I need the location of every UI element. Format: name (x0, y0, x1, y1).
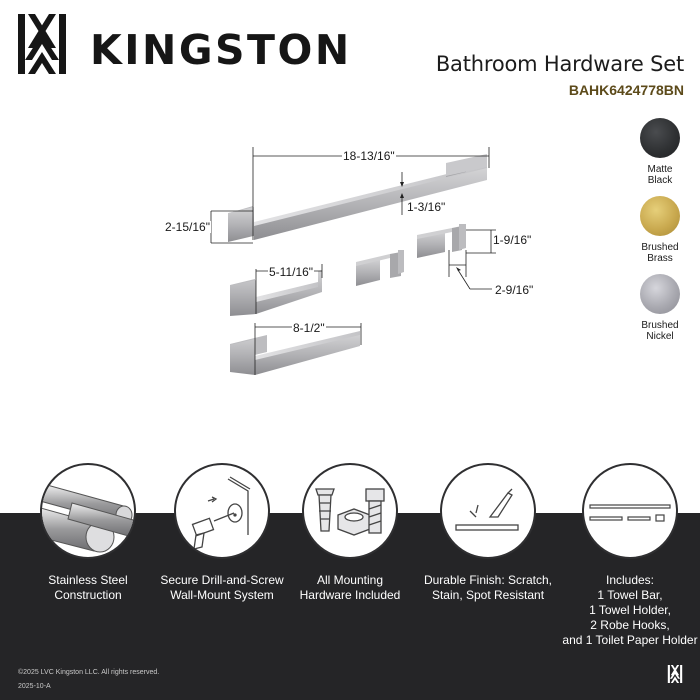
finish-swatch-brushed-nickel (640, 274, 680, 314)
product-dimension-diagram (210, 147, 496, 375)
drill-screw-icon (174, 463, 270, 559)
finish-label: Brass (647, 253, 673, 264)
feature-label: Durable Finish: Scratch, (423, 573, 553, 587)
finish-label: Matte (647, 164, 673, 175)
finish-option-brushed-brass[interactable]: Brushed Brass (627, 196, 693, 264)
document-version: 2025-10-A (18, 683, 51, 690)
dimension-towel-bar-depth: 1-3/16" (406, 200, 447, 214)
toilet-paper-holder-image (230, 270, 322, 316)
finish-option-brushed-nickel[interactable]: Brushed Nickel (627, 274, 693, 342)
feature-set-contents: Includes: 1 Towel Bar, 1 Towel Holder, 2… (560, 463, 700, 648)
product-sku: BAHK6424778BN (568, 82, 684, 98)
kingston-monogram-icon (18, 14, 66, 74)
kingston-monogram-icon (667, 665, 683, 683)
feature-label: Stain, Spot Resistant (431, 588, 545, 602)
dimension-robe-hook-height: 1-9/16" (492, 233, 533, 247)
feature-label: Hardware Included (299, 588, 401, 602)
copyright-text: ©2025 LVC Kingston LLC. All rights reser… (18, 669, 160, 676)
feature-durable-finish: Durable Finish: Scratch, Stain, Spot Res… (418, 463, 558, 603)
robe-hook-image (356, 250, 404, 286)
finish-option-matte-black[interactable]: Matte Black (627, 118, 693, 186)
scratch-resistant-icon (440, 463, 536, 559)
steel-rods-icon (40, 463, 136, 559)
feature-label: Stainless Steel (48, 573, 128, 587)
product-title: Bathroom Hardware Set (435, 52, 684, 76)
finish-swatch-brushed-brass (640, 196, 680, 236)
finish-swatch-matte-black (640, 118, 680, 158)
feature-label: Includes: (605, 573, 655, 587)
dimension-towel-bar-projection: 2-15/16" (164, 220, 211, 234)
feature-drill-and-screw: Secure Drill-and-Screw Wall-Mount System (152, 463, 292, 603)
feature-label: Wall-Mount System (170, 588, 274, 602)
dimension-towel-holder-width: 8-1/2" (292, 321, 326, 335)
brand-name: KINGSTON (90, 26, 352, 74)
towel-holder-image (230, 331, 360, 375)
feature-label: 1 Towel Holder, (589, 603, 671, 617)
feature-label: and 1 Toilet Paper Holder (562, 633, 698, 647)
finish-label: Brushed (641, 320, 679, 331)
feature-label: Construction (54, 588, 122, 602)
towel-bar-image (228, 154, 487, 242)
set-contents-icon (582, 463, 678, 559)
feature-label: 1 Towel Bar, (597, 588, 663, 602)
finish-label: Nickel (646, 331, 674, 342)
dimension-towel-bar-length: 18-13/16" (342, 149, 396, 163)
finish-label: Brushed (641, 242, 679, 253)
finish-label: Black (647, 175, 673, 186)
feature-label: All Mounting (316, 573, 384, 587)
feature-stainless-steel: Stainless Steel Construction (18, 463, 158, 603)
feature-label: Secure Drill-and-Screw (160, 573, 284, 587)
feature-mounting-hardware: All Mounting Hardware Included (280, 463, 420, 603)
robe-hook-image (417, 224, 466, 258)
dimension-toilet-paper-holder-width: 5-11/16" (268, 265, 315, 279)
mounting-hardware-icon (302, 463, 398, 559)
dimension-robe-hook-projection: 2-9/16" (494, 283, 535, 297)
feature-label: 2 Robe Hooks, (590, 618, 670, 632)
